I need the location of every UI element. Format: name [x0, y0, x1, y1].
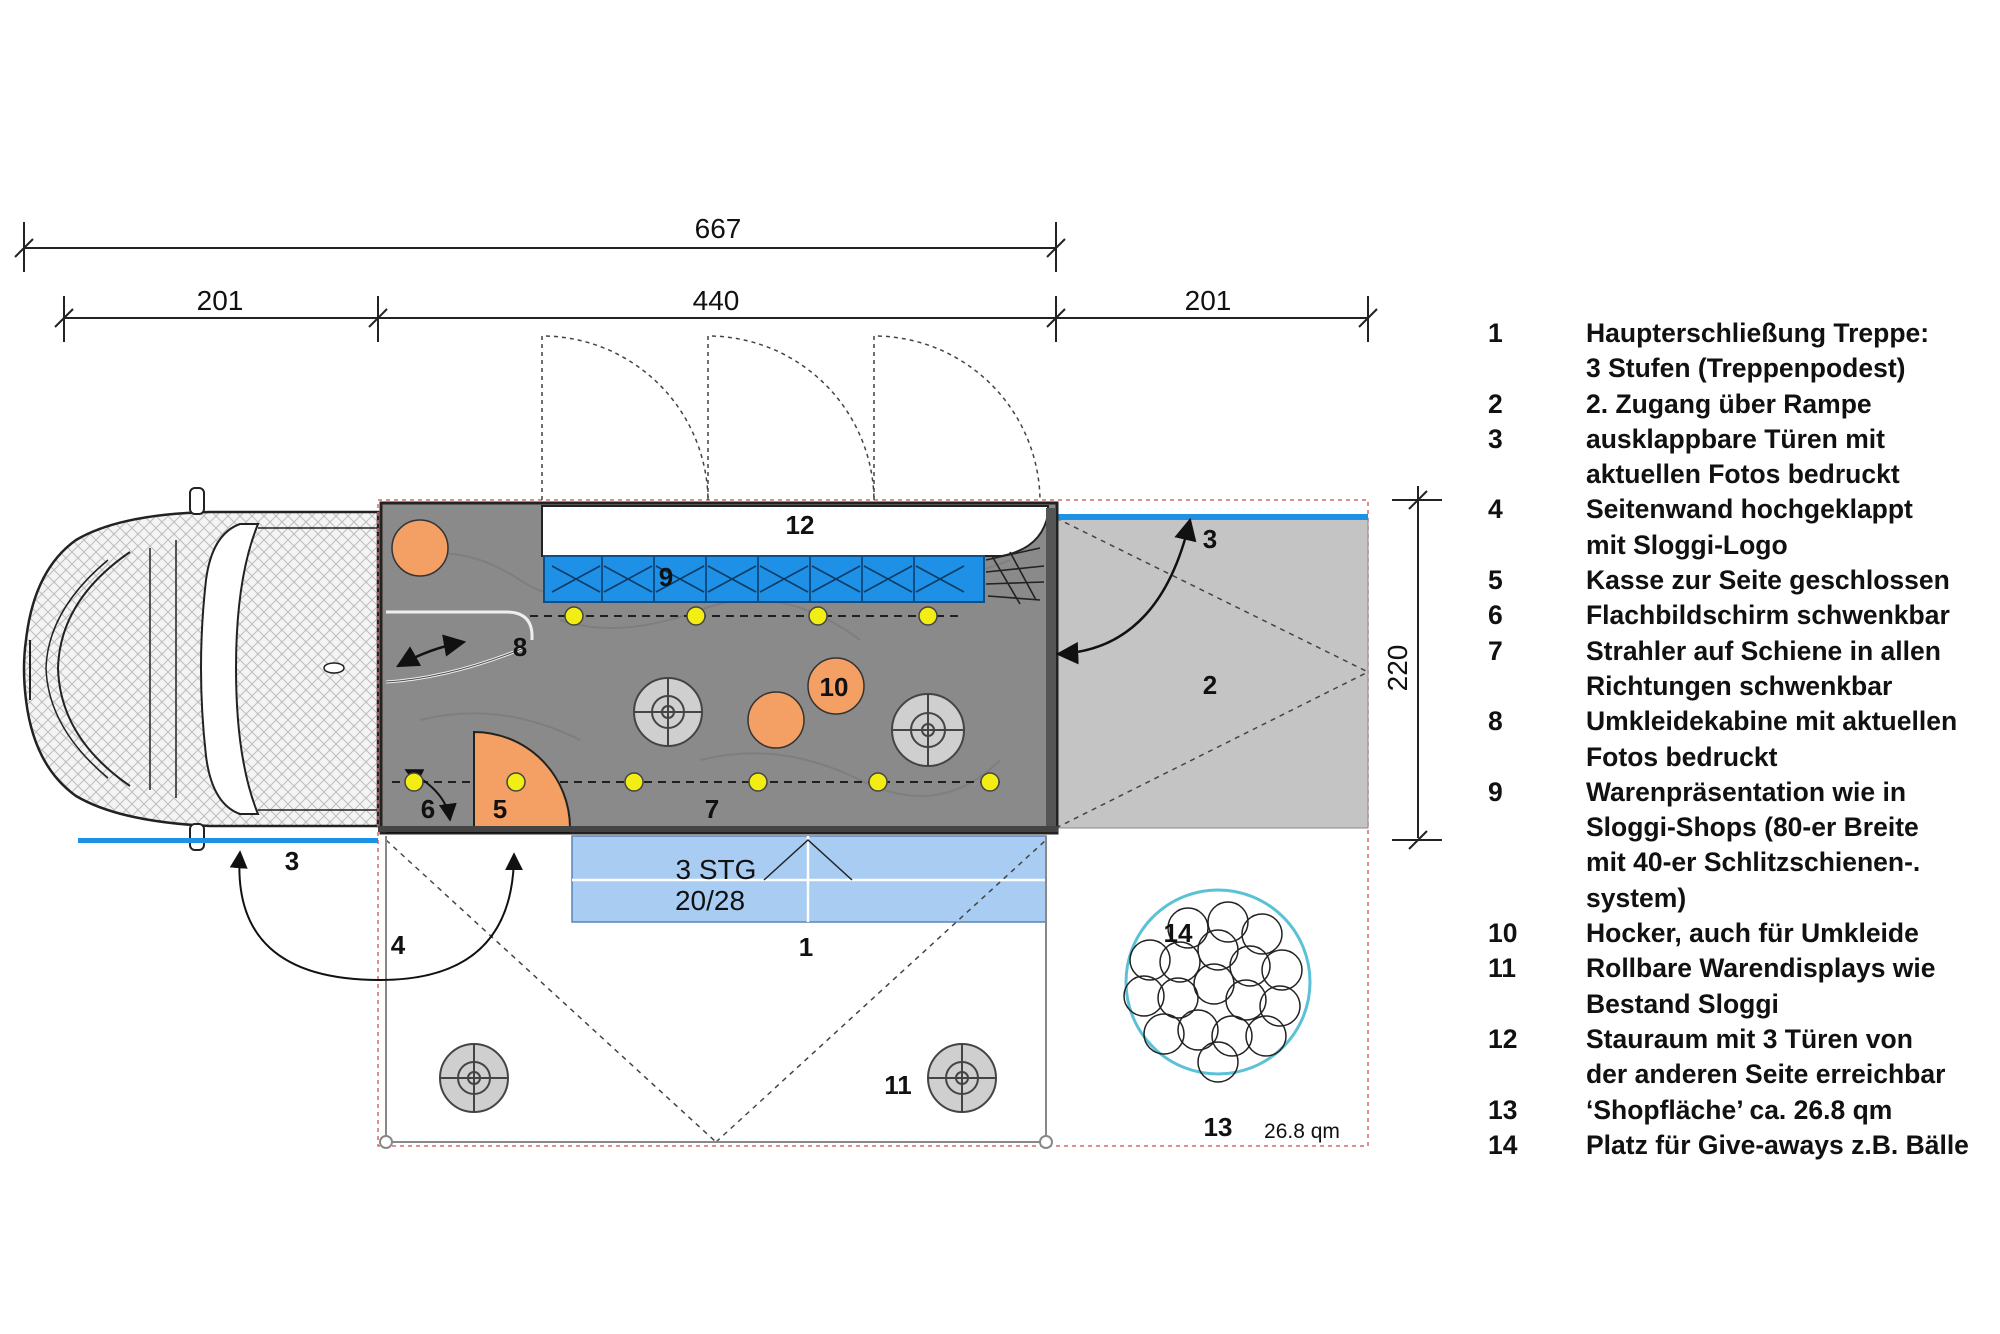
label-3-rear: 3: [1203, 524, 1217, 554]
floor-plan-diagram: 667 201 440 201 220: [14, 213, 1442, 1149]
label-12: 12: [786, 510, 815, 540]
dimension-body: 440: [693, 285, 740, 316]
label-2: 2: [1203, 670, 1217, 700]
stairs-arrow: [763, 838, 853, 881]
legend-item-number: 4: [1488, 494, 1503, 525]
van-cab: [22, 487, 380, 851]
legend: 1 Haupterschließung Treppe: 3 Stufen (Tre…: [1488, 316, 1998, 1163]
label-6: 6: [421, 794, 435, 824]
legend-item: 8 Umkleidekabine mit aktuellen Fotos bedr…: [1488, 704, 1998, 775]
shelf-dividers: [601, 556, 915, 602]
legend-item-text: Flachbildschirm schwenkbar: [1586, 600, 1950, 631]
label-5: 5: [493, 794, 507, 824]
label-8: 8: [513, 632, 527, 662]
label-11: 11: [884, 1070, 912, 1100]
stairs-ratio-label: 20/28: [675, 885, 745, 916]
side-wall-strip: [378, 826, 1058, 832]
legend-item-number: 11: [1488, 953, 1517, 984]
legend-item-number: 9: [1488, 776, 1503, 807]
legend-item: 5 Kasse zur Seite geschlossen: [1488, 563, 1998, 598]
legend-item-number: 13: [1488, 1094, 1518, 1125]
legend-item: 7 Strahler auf Schiene in allen Richtunge…: [1488, 634, 1998, 705]
dimension-width: 220: [1382, 645, 1413, 692]
legend-item: 14 Platz für Give-aways z.B. Bälle: [1488, 1128, 1998, 1163]
legend-item: 9 Warenpräsentation wie in Sloggi-Shops (…: [1488, 775, 1998, 916]
legend-item-number: 1: [1488, 318, 1503, 348]
side-wall-swing-arrow: [229, 850, 523, 982]
rear-door-arrow: [1055, 517, 1197, 665]
legend-item-text: Kasse zur Seite geschlossen: [1586, 565, 1950, 596]
side-wall-frame: [379, 836, 1053, 1149]
area-label: 26.8 qm: [1264, 1120, 1340, 1143]
legend-item-text: Stauraum mit 3 Türen von der anderen Sei…: [1586, 1023, 1946, 1090]
legend-item-number: 3: [1488, 423, 1503, 454]
giveaway-balls: [1123, 888, 1312, 1083]
label-9: 9: [659, 562, 673, 592]
legend-item: 2 2. Zugang über Rampe: [1488, 387, 1998, 422]
legend-item: 4 Seitenwand hochgeklappt mit Sloggi-Logo: [1488, 492, 1998, 563]
display-rings: [440, 678, 996, 1112]
legend-item: 11 Rollbare Warendisplays wie Bestand Slo…: [1488, 951, 1998, 1022]
dimension-total: 667: [695, 213, 742, 244]
dimension-rear: 201: [1185, 285, 1232, 316]
legend-item-text: Haupterschließung Treppe: 3 Stufen (Trep…: [1586, 318, 1930, 384]
legend-item: 6 Flachbildschirm schwenkbar: [1488, 598, 1998, 633]
legend-item-text: Warenpräsentation wie in Sloggi-Shops (8…: [1586, 776, 1921, 913]
legend-item-number: 2: [1488, 388, 1503, 419]
spotlights: [404, 606, 1000, 792]
legend-item-number: 14: [1488, 1129, 1518, 1160]
label-13: 13: [1204, 1112, 1233, 1142]
legend-item-text: Seitenwand hochgeklappt mit Sloggi-Logo: [1586, 494, 1913, 560]
legend-item: 10 Hocker, auch für Umkleide: [1488, 916, 1998, 951]
dimension-front: 201: [197, 285, 244, 316]
legend-item: 1 Haupterschließung Treppe: 3 Stufen (Tre…: [1488, 316, 1998, 387]
legend-item-text: Platz für Give-aways z.B. Bälle: [1586, 1129, 1969, 1160]
label-7: 7: [705, 794, 719, 824]
label-10: 10: [820, 672, 849, 702]
legend-item: 12 Stauraum mit 3 Türen von der anderen S…: [1488, 1022, 1998, 1093]
label-14: 14: [1164, 918, 1193, 948]
legend-item-text: Umkleidekabine mit aktuellen Fotos bedru…: [1586, 706, 1958, 772]
dimension-lines: [14, 222, 1442, 850]
label-3-front: 3: [285, 846, 299, 876]
legend-item: 3 ausklappbare Türen mit aktuellen Fotos …: [1488, 422, 1998, 493]
rear-door-panel: [1056, 514, 1368, 520]
legend-item-number: 7: [1488, 635, 1503, 666]
stools: [391, 519, 865, 749]
legend-item-number: 12: [1488, 1023, 1518, 1054]
legend-item-number: 5: [1488, 565, 1503, 596]
stairs-steps-label: 3 STG: [676, 854, 757, 885]
merchandise-shelf: [543, 555, 985, 603]
legend-item-text: Rollbare Warendisplays wie Bestand Slogg…: [1586, 953, 1936, 1019]
legend-item-text: ausklappbare Türen mit aktuellen Fotos b…: [1586, 423, 1900, 490]
legend-item-text: 2. Zugang über Rampe: [1586, 388, 1872, 419]
storage-door-swings: [541, 335, 1041, 501]
legend-item-number: 10: [1488, 918, 1518, 949]
front-door-panel: [78, 838, 378, 843]
shelf-hangers: [551, 565, 965, 593]
legend-item-text: ‘Shopfläche’ ca. 26.8 qm: [1586, 1094, 1893, 1125]
label-4: 4: [391, 930, 406, 960]
label-1: 1: [799, 932, 813, 962]
legend-item: 13 ‘Shopfläche’ ca. 26.8 qm: [1488, 1093, 1998, 1128]
cabin-swing-arrow: [396, 634, 467, 668]
legend-item-text: Hocker, auch für Umkleide: [1586, 918, 1919, 949]
rear-corner-rack: [985, 547, 1045, 605]
rear-wall-opening: [1046, 508, 1056, 826]
legend-item-text: Strahler auf Schiene in allen Richtungen…: [1586, 635, 1941, 701]
legend-item-number: 8: [1488, 706, 1503, 737]
ramp-door-swing-lines: [1055, 517, 1369, 829]
legend-item-number: 6: [1488, 600, 1503, 631]
